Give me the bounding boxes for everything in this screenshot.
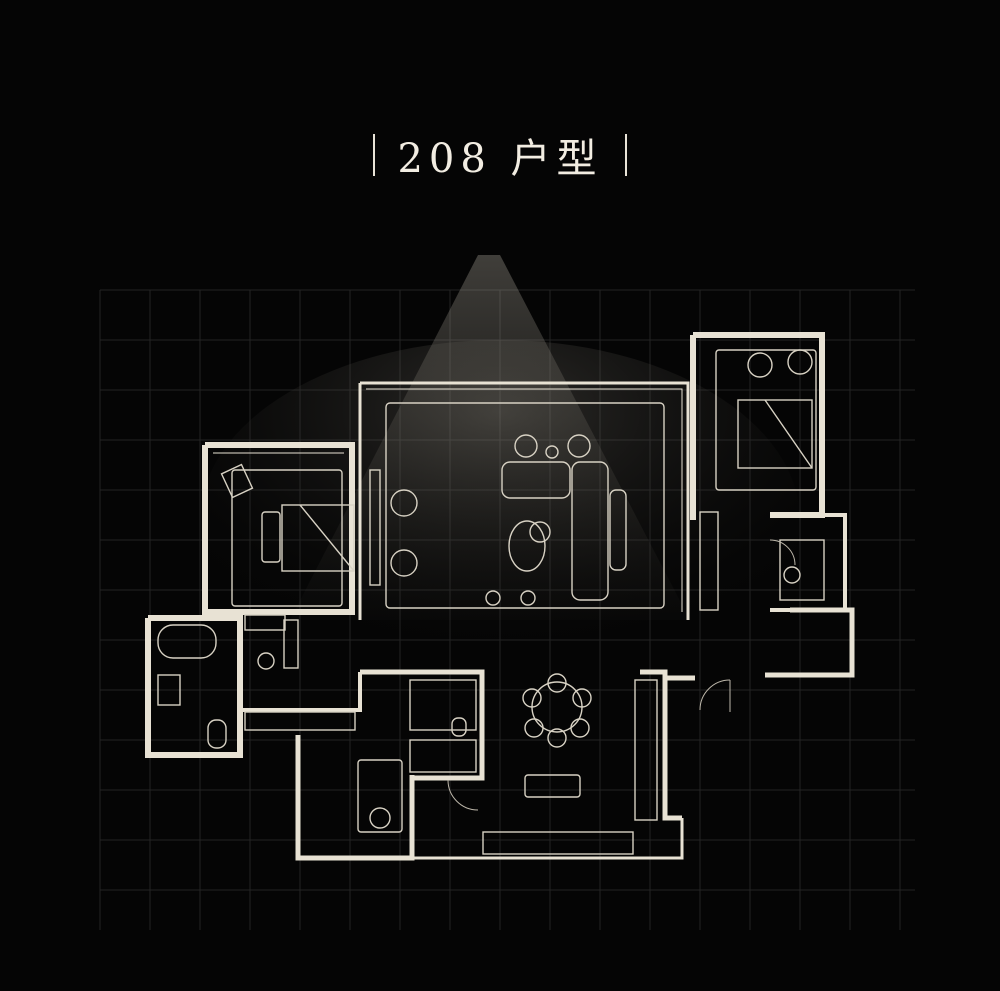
page-title: 208 户型 [397,136,603,182]
title-divider-left [373,134,376,176]
doors [447,539,796,811]
furniture [157,349,825,855]
walls [145,332,855,861]
title-divider-right [624,134,627,176]
title-bar: 208 户型 [0,120,1000,190]
spotlight-beam [200,255,800,700]
